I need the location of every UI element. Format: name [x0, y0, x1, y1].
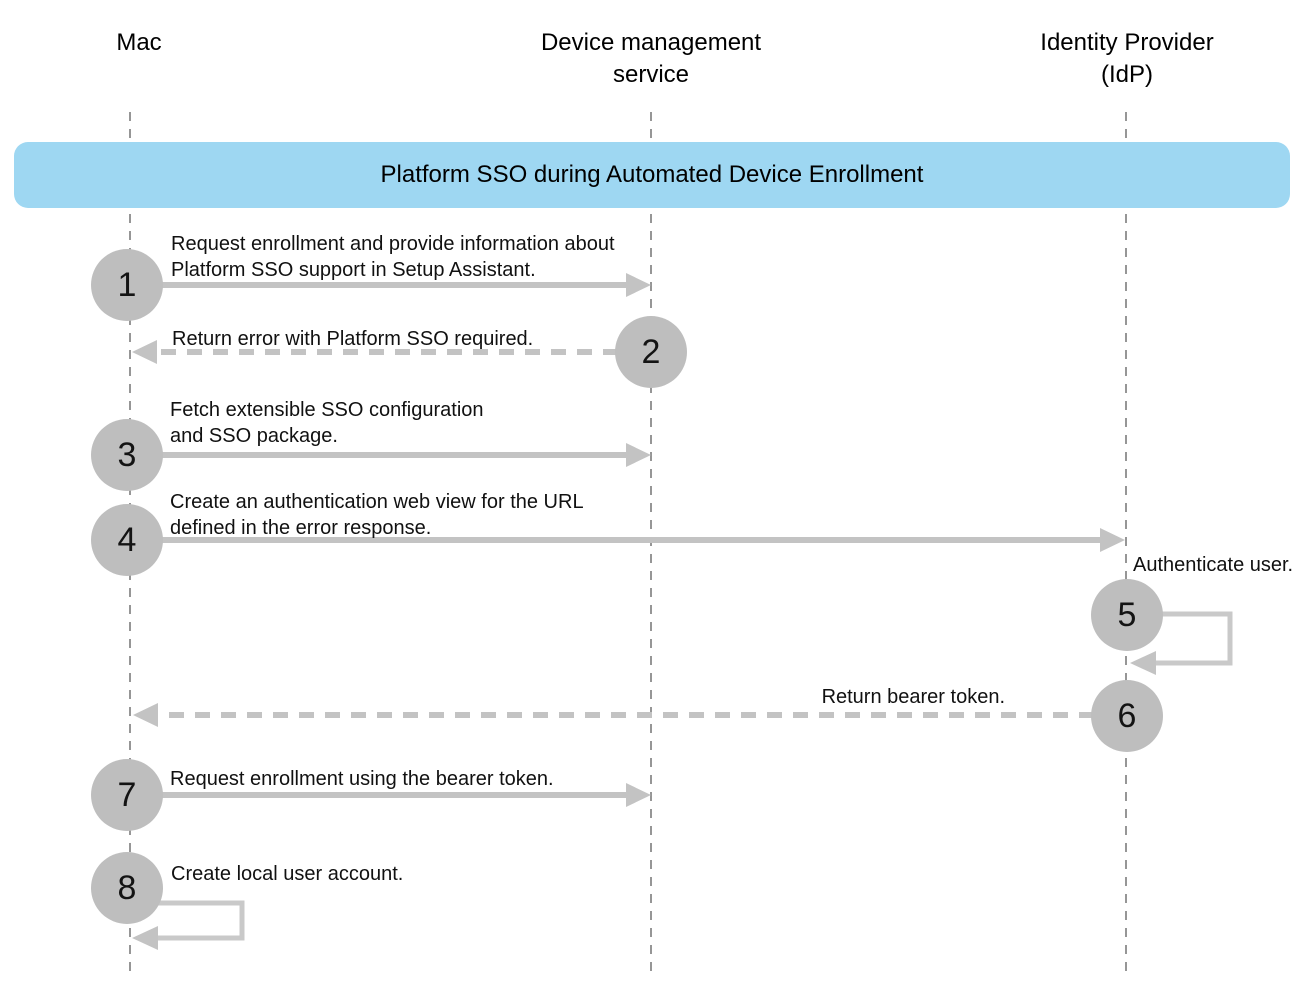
step-8-self-loop-line [150, 900, 245, 941]
step-4-arrowhead [1100, 528, 1125, 552]
step-3-circle: 3 [91, 419, 163, 491]
step-1-circle: 1 [91, 249, 163, 321]
actor-mac-label: Mac [116, 29, 162, 56]
step-1-arrowhead [626, 273, 651, 297]
step-7-label: Request enrollment using the bearer toke… [170, 768, 554, 790]
step-8-label: Create local user account. [171, 863, 404, 885]
step-3-arrowhead [626, 443, 651, 467]
step-1-number: 1 [117, 265, 137, 304]
actor-idp-label: Identity Provider (IdP) [1040, 29, 1214, 88]
step-8-arrowhead [132, 926, 158, 950]
step-2-label: Return error with Platform SSO required. [172, 328, 534, 350]
step-8-number: 8 [117, 868, 137, 907]
actor-dms-label: Device management service [540, 29, 762, 88]
diagram-title: Platform SSO during Automated Device Enr… [380, 161, 924, 188]
step-5-self-loop-line [1150, 611, 1233, 666]
step-5-arrowhead [1130, 651, 1156, 675]
step-6-circle: 6 [1091, 680, 1163, 752]
step-3-number: 3 [117, 435, 137, 474]
step-6-arrowhead [133, 703, 158, 727]
step-7-arrowhead [626, 783, 651, 807]
step-6-label: Return bearer token. [821, 686, 1005, 708]
step-2-number: 2 [641, 332, 661, 371]
step-4-number: 4 [117, 520, 137, 559]
step-3-label: Fetch extensible SSO configuration and S… [170, 399, 484, 447]
step-5-label: Authenticate user. [1133, 554, 1294, 576]
step-8-circle: 8 [91, 852, 163, 924]
step-1-label: Request enrollment and provide informati… [171, 233, 615, 281]
step-4-label: Create an authentication web view for th… [170, 491, 584, 539]
step-7-circle: 7 [91, 759, 163, 831]
step-4-circle: 4 [91, 504, 163, 576]
title-banner: Platform SSO during Automated Device Enr… [14, 142, 1290, 208]
step-2-arrowhead [132, 340, 157, 364]
step-7-number: 7 [117, 775, 137, 814]
step-5-circle: 5 [1091, 579, 1163, 651]
step-6-number: 6 [1117, 696, 1137, 735]
step-2-circle: 2 [615, 316, 687, 388]
step-5-number: 5 [1117, 595, 1137, 634]
